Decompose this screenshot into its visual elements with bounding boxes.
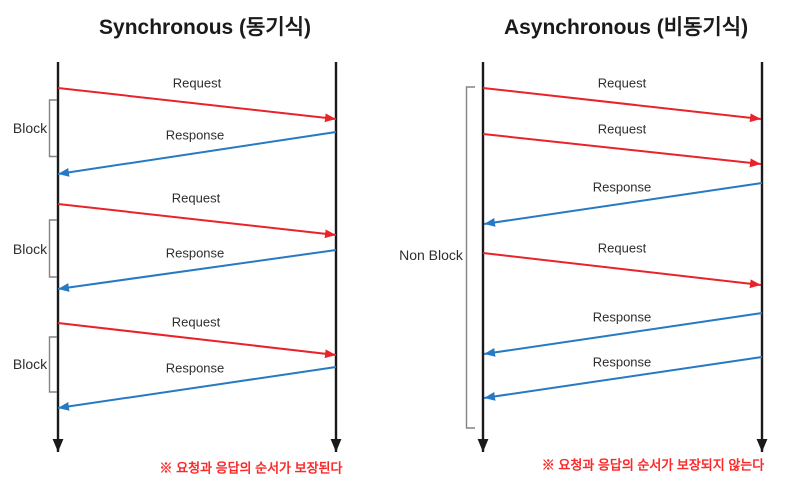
sync-block-bracket-1 bbox=[48, 99, 57, 158]
sync-response-arrow-1 bbox=[57, 131, 337, 177]
async-request-arrow-1 bbox=[482, 87, 762, 123]
async-message-label-1: Request bbox=[597, 75, 647, 91]
async-response-arrow-1 bbox=[483, 182, 763, 227]
async-non-block-label: Non Block bbox=[399, 247, 463, 263]
sync-title: Synchronous (동기식) bbox=[99, 16, 311, 39]
async-caption: ※ 요청과 응답의 순서가 보장되지 않는다 bbox=[541, 457, 765, 473]
sync-message-label-6: Response bbox=[165, 360, 225, 376]
sync-response-arrow-3 bbox=[57, 366, 337, 411]
async-message-label-2: Request bbox=[597, 121, 647, 137]
sync-request-arrow-3 bbox=[57, 322, 337, 359]
async-response-arrow-2 bbox=[483, 312, 763, 357]
sync-block-bracket-3 bbox=[48, 336, 57, 393]
sync-block-label-3: Block bbox=[12, 356, 48, 372]
sync-block-label-1: Block bbox=[12, 120, 48, 136]
sync-message-label-5: Request bbox=[171, 314, 221, 330]
async-request-arrow-2 bbox=[482, 133, 762, 168]
async-non-block-bracket bbox=[465, 86, 475, 429]
async-message-label-6: Response bbox=[592, 354, 652, 370]
sync-block-bracket-2 bbox=[48, 219, 57, 278]
sync-message-label-1: Request bbox=[172, 75, 222, 91]
async-request-arrow-3 bbox=[482, 252, 762, 289]
sync-request-arrow-2 bbox=[57, 203, 337, 239]
async-message-label-3: Response bbox=[592, 179, 652, 195]
sync-message-label-3: Request bbox=[171, 190, 221, 206]
async-message-label-4: Request bbox=[597, 240, 647, 256]
sync-message-label-4: Response bbox=[165, 245, 225, 261]
sync-message-label-2: Response bbox=[165, 127, 225, 143]
async-message-label-5: Response bbox=[592, 309, 652, 325]
sync-response-arrow-2 bbox=[57, 249, 337, 292]
async-title: Asynchronous (비동기식) bbox=[503, 16, 749, 39]
sync-caption: ※ 요청과 응답의 순서가 보장된다 bbox=[159, 460, 343, 476]
async-response-arrow-3 bbox=[483, 356, 763, 401]
sync-request-arrow-1 bbox=[57, 87, 337, 123]
sync-block-label-2: Block bbox=[12, 241, 48, 257]
